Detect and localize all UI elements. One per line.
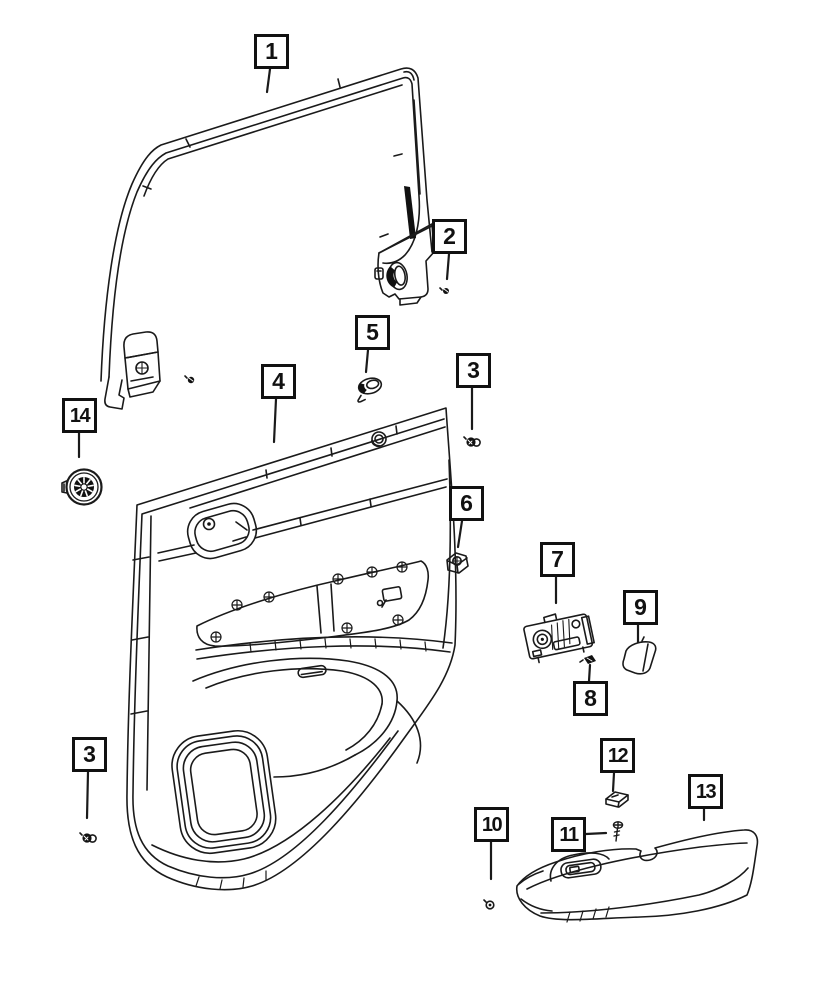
retainer-clip-3-upper xyxy=(463,436,481,447)
callout-box-13[interactable]: 13 xyxy=(688,774,723,809)
callout-box-10[interactable]: 10 xyxy=(474,807,509,842)
retainer-clip-3-lower xyxy=(79,832,97,843)
clip-12 xyxy=(605,791,629,808)
unlabeled-retainer xyxy=(184,375,195,384)
clip-part-2 xyxy=(439,287,449,294)
handle-bracket-7 xyxy=(523,613,595,664)
pocket-trim-rings xyxy=(171,729,277,855)
screw-10 xyxy=(483,899,495,910)
wheel-grommet-14 xyxy=(61,468,103,506)
screw-8 xyxy=(579,655,596,664)
window-frame-illustration xyxy=(100,67,435,410)
hex-nut-6 xyxy=(446,552,469,574)
callout-box-3-upper[interactable]: 3 xyxy=(456,353,491,388)
callout-box-14[interactable]: 14 xyxy=(62,398,97,433)
callout-box-9[interactable]: 9 xyxy=(623,590,658,625)
callout-box-3-lower[interactable]: 3 xyxy=(72,737,107,772)
leader-3-lower xyxy=(85,770,90,820)
leader-12 xyxy=(611,771,616,793)
leader-11 xyxy=(584,831,608,836)
callout-box-5[interactable]: 5 xyxy=(355,315,390,350)
leader-5 xyxy=(364,348,370,374)
callout-box-12[interactable]: 12 xyxy=(600,738,635,773)
callout-box-7[interactable]: 7 xyxy=(540,542,575,577)
door-trim-panel-illustration xyxy=(126,407,457,891)
screw-11 xyxy=(612,821,624,842)
sail-bracket xyxy=(374,223,435,306)
callout-box-11[interactable]: 11 xyxy=(551,817,586,852)
leader-8 xyxy=(587,663,592,683)
callout-box-2[interactable]: 2 xyxy=(432,219,467,254)
handle-bezel-9 xyxy=(622,636,657,675)
leader-2 xyxy=(445,252,451,281)
grommet-clip-5 xyxy=(357,377,383,403)
callout-box-6[interactable]: 6 xyxy=(449,486,484,521)
armrest-illustration-13 xyxy=(515,829,759,923)
frame-mount-bracket xyxy=(104,331,161,410)
callout-box-8[interactable]: 8 xyxy=(573,681,608,716)
callout-box-1[interactable]: 1 xyxy=(254,34,289,69)
callout-box-4[interactable]: 4 xyxy=(261,364,296,399)
pillar-applique-strip xyxy=(404,186,416,239)
leader-4 xyxy=(272,397,278,444)
leader-6 xyxy=(456,519,464,549)
leader-lines xyxy=(77,67,706,881)
leader-1 xyxy=(265,67,272,94)
screw-bosses xyxy=(210,561,408,643)
